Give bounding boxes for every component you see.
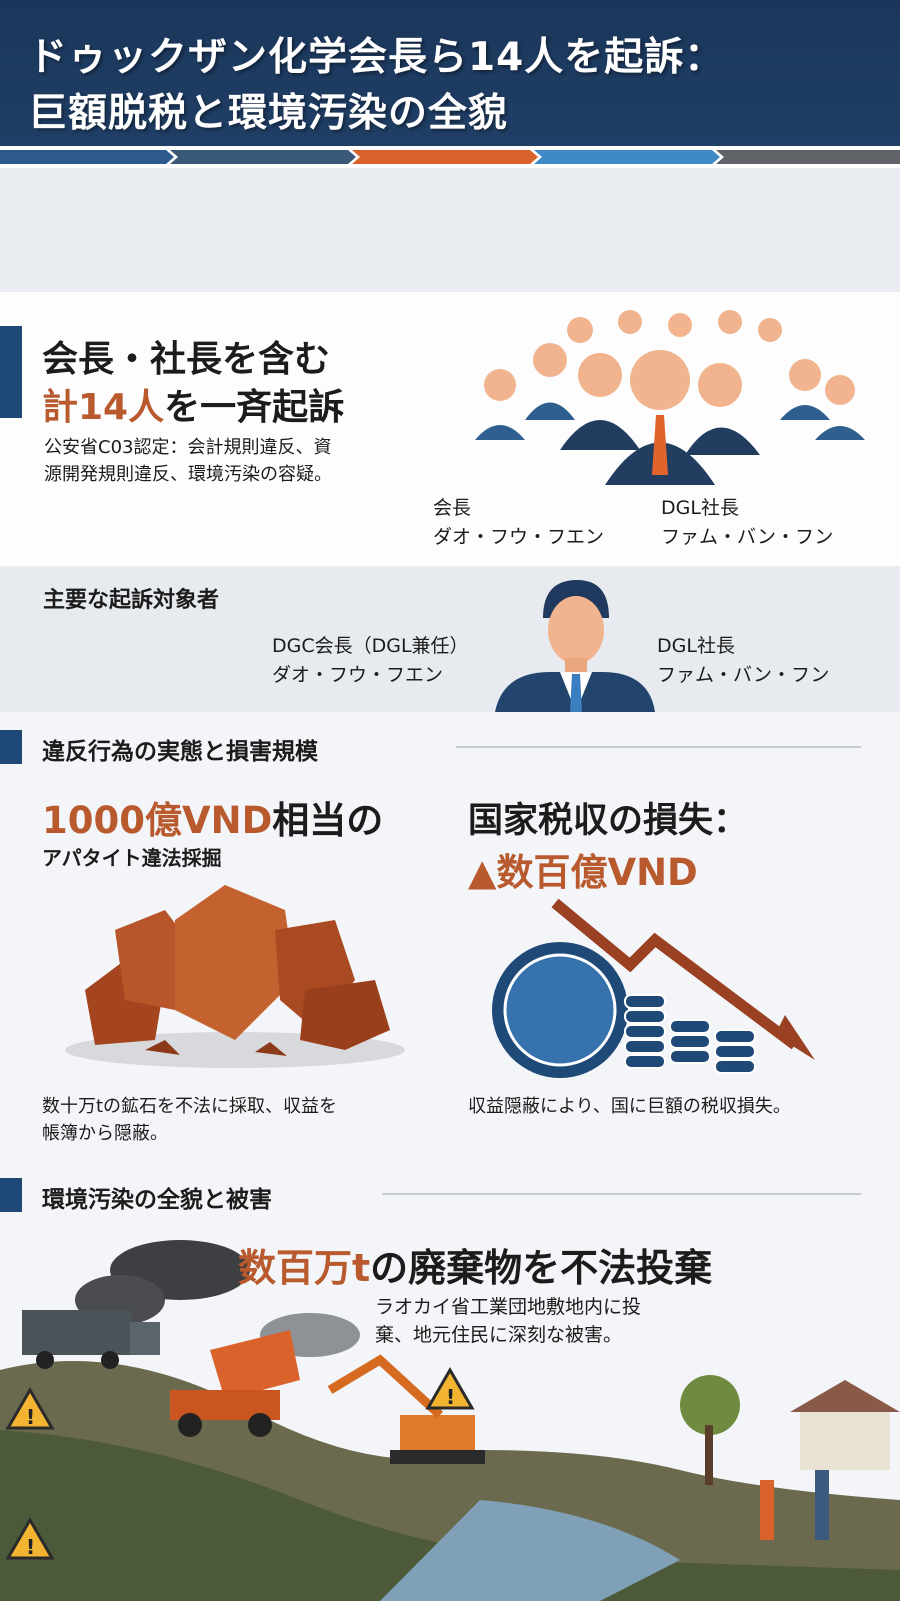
divider bbox=[382, 1193, 861, 1195]
headline-count: 計14人 bbox=[42, 387, 165, 428]
apatite-caption-1: 数十万tの鉱石を不法に採取、収益を bbox=[42, 1096, 338, 1117]
indictment-headline-1: 会長・社長を含む bbox=[42, 339, 331, 380]
defendant2-role: DGL社長 bbox=[657, 635, 735, 657]
apatite-subtitle: アパタイト違法採掘 bbox=[42, 846, 222, 870]
apatite-headline: 1000億VND相当の bbox=[42, 790, 383, 844]
svg-text:!: ! bbox=[26, 1535, 35, 1559]
group-of-people-illustration bbox=[475, 310, 865, 485]
pollution-scene-illustration: ! ! ! bbox=[0, 1240, 900, 1601]
falling-revenue-coins-illustration bbox=[492, 898, 815, 1078]
apatite-rest: 相当の bbox=[272, 799, 384, 842]
svg-text:!: ! bbox=[26, 1405, 35, 1429]
executive-portrait-illustration bbox=[495, 580, 655, 712]
waste-caption-1: ラオカイ省工業団地敷地内に投 bbox=[375, 1296, 642, 1318]
chevron-segment bbox=[170, 150, 356, 164]
background-band bbox=[0, 168, 900, 292]
divider bbox=[456, 746, 861, 748]
svg-text:!: ! bbox=[446, 1385, 455, 1409]
section-marker bbox=[0, 326, 22, 418]
person2-role: DGL社長 bbox=[661, 497, 739, 519]
chevron-segment bbox=[716, 150, 900, 164]
defendant2-name: ファム・バン・フン bbox=[657, 664, 830, 686]
ore-rocks-illustration bbox=[65, 885, 405, 1068]
waste-headline: 数百万tの廃棄物を不法投棄 bbox=[238, 1237, 712, 1292]
person1-name: ダオ・フウ・フエン bbox=[433, 526, 605, 548]
tax-loss-title: 国家税収の損失： bbox=[468, 801, 749, 841]
waste-rest: の廃棄物を不法投棄 bbox=[370, 1246, 713, 1290]
pollution-heading: 環境汚染の全貌と被害 bbox=[42, 1187, 272, 1213]
indictment-headline-2: 計14人を一斉起訴 bbox=[42, 378, 344, 430]
headline-rest: を一斉起訴 bbox=[164, 387, 345, 428]
indictment-description-2: 源開発規則違反、環境汚染の容疑。 bbox=[44, 464, 332, 485]
apatite-value: 1000億VND bbox=[42, 799, 273, 842]
tax-loss-caption: 収益隠蔽により、国に巨額の税収損失。 bbox=[468, 1096, 791, 1117]
chevron-segment bbox=[352, 150, 538, 164]
warning-icon: ! bbox=[5, 1517, 55, 1560]
warning-icon: ! bbox=[425, 1367, 475, 1410]
title-line-1: ドゥックザン化学会長ら14人を起訴： bbox=[28, 35, 725, 80]
chevron-segment bbox=[534, 150, 720, 164]
section-marker bbox=[0, 730, 22, 764]
defendant1-role: DGC会長（DGL兼任） bbox=[272, 635, 469, 657]
defendant1-name: ダオ・フウ・フエン bbox=[272, 664, 444, 686]
warning-icon: ! bbox=[5, 1387, 55, 1430]
key-defendants-heading: 主要な起訴対象者 bbox=[43, 588, 220, 613]
tax-loss-value: ▲数百億VND bbox=[468, 851, 698, 894]
chevron-progress-bar bbox=[0, 146, 900, 168]
person1-role: 会長 bbox=[433, 497, 472, 519]
title-line-2: 巨額脱税と環境汚染の全貌 bbox=[28, 91, 509, 136]
person2-name: ファム・バン・フン bbox=[661, 526, 834, 548]
apatite-caption-2: 帳簿から隠蔽。 bbox=[42, 1123, 168, 1144]
header-banner: ドゥックザン化学会長ら14人を起訴： 巨額脱税と環境汚染の全貌 bbox=[0, 0, 900, 146]
indictment-section bbox=[0, 292, 900, 566]
violations-heading: 違反行為の実態と損害規模 bbox=[42, 739, 318, 765]
waste-amount: 数百万t bbox=[238, 1246, 371, 1290]
indictment-description-1: 公安省C03認定：会計規則違反、資 bbox=[44, 437, 332, 458]
waste-caption-2: 棄、地元住民に深刻な被害。 bbox=[375, 1324, 623, 1346]
chevron-segment bbox=[0, 150, 174, 164]
section-marker bbox=[0, 1178, 22, 1212]
key-defendants-section bbox=[0, 566, 900, 712]
